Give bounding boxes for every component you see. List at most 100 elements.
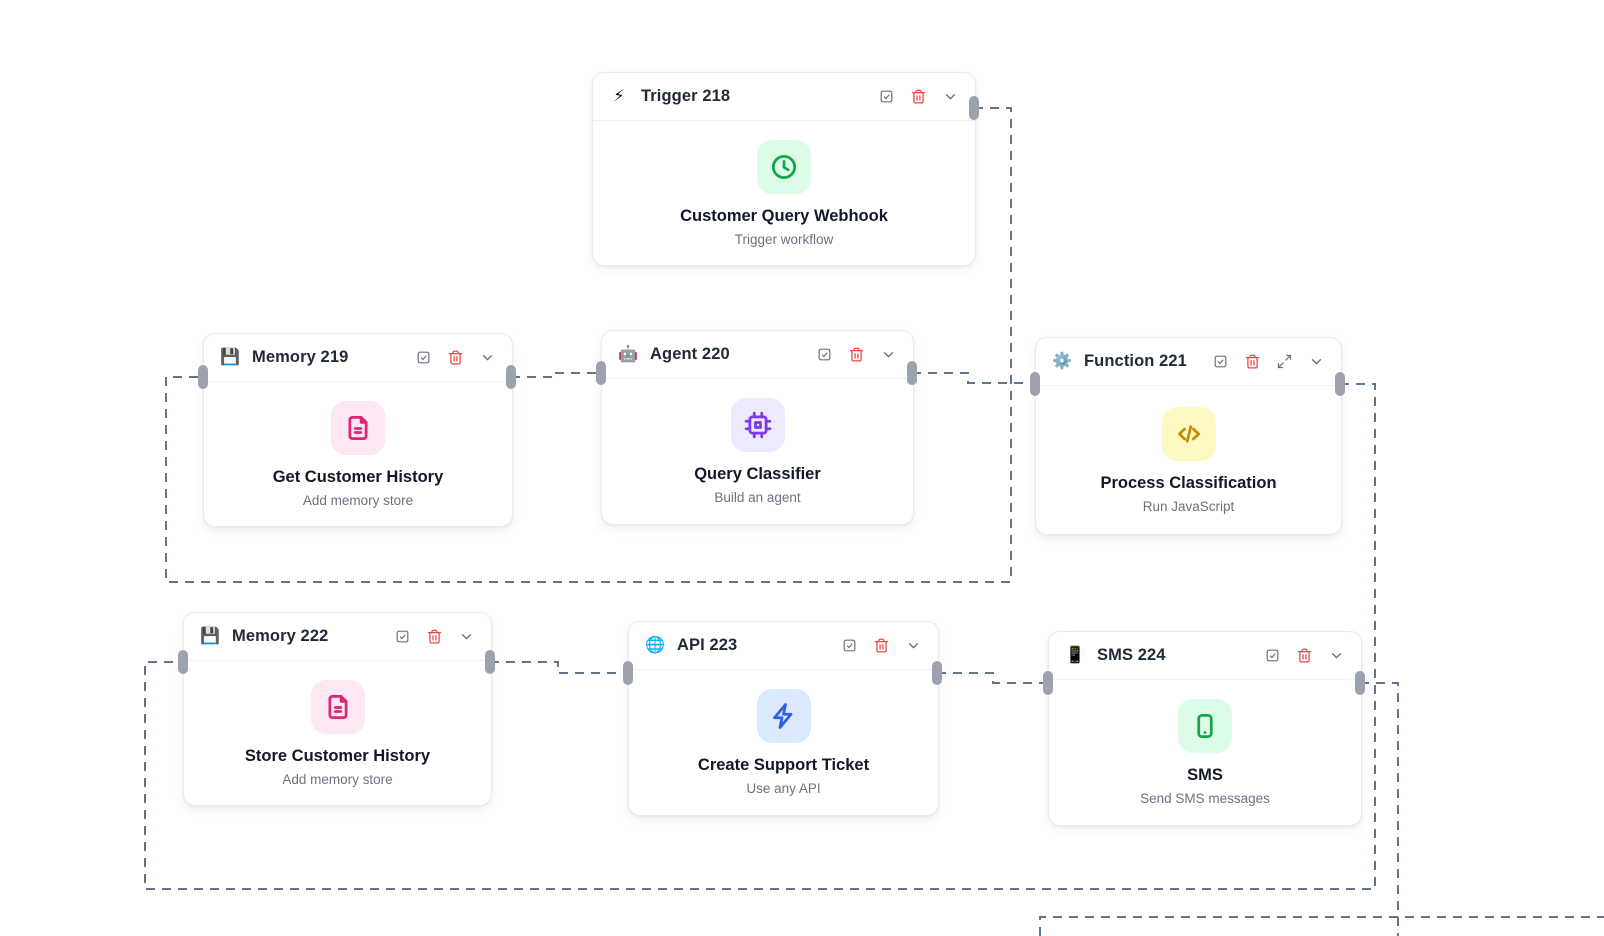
smartphone-icon <box>1178 699 1232 753</box>
node-title: Memory 222 <box>232 627 329 645</box>
delete-trash-icon[interactable] <box>910 88 927 105</box>
select-checkbox-icon[interactable] <box>394 628 411 645</box>
connection-handle-right-trigger-218[interactable] <box>969 96 979 120</box>
node-header-actions <box>1264 647 1345 664</box>
node-header[interactable]: 💾 Memory 222 <box>184 613 491 661</box>
connection-memory-222-to-api-223 <box>490 661 628 674</box>
connection-handle-left-sms-224[interactable] <box>1043 671 1053 695</box>
node-action-title: Store Customer History <box>244 746 431 765</box>
connection-handle-right-memory-219[interactable] <box>506 365 516 389</box>
node-action-title: Customer Query Webhook <box>680 206 888 225</box>
node-action-title: Get Customer History <box>272 467 444 486</box>
node-function-221[interactable]: ⚙️ Function 221 Process Classification <box>1035 337 1342 535</box>
chevron-down-icon[interactable] <box>905 637 922 654</box>
node-sms-224[interactable]: 📱 SMS 224 SMS Send SMS messages <box>1048 631 1362 826</box>
node-body: Process Classification Run JavaScript <box>1036 386 1341 538</box>
select-checkbox-icon[interactable] <box>1212 353 1229 370</box>
delete-trash-icon[interactable] <box>447 349 464 366</box>
delete-trash-icon[interactable] <box>873 637 890 654</box>
delete-trash-icon[interactable] <box>1244 353 1261 370</box>
connection-api-223-to-sms-224 <box>937 672 1048 684</box>
delete-trash-icon[interactable] <box>1296 647 1313 664</box>
connection-handle-right-memory-222[interactable] <box>485 650 495 674</box>
node-title: Trigger 218 <box>641 87 731 105</box>
node-body: Customer Query Webhook Trigger workflow <box>593 121 975 269</box>
node-header[interactable]: ⚡ Trigger 218 <box>593 73 975 121</box>
node-agent-220[interactable]: 🤖 Agent 220 Query Classifier Build an ag… <box>601 330 914 525</box>
select-checkbox-icon[interactable] <box>878 88 895 105</box>
code-icon <box>1161 406 1216 461</box>
mobile-phone-icon: 📱 <box>1065 646 1085 664</box>
select-checkbox-icon[interactable] <box>1264 647 1281 664</box>
select-checkbox-icon[interactable] <box>415 349 432 366</box>
chevron-down-icon[interactable] <box>880 346 897 363</box>
connection-handle-left-function-221[interactable] <box>1030 372 1040 396</box>
chevron-down-icon[interactable] <box>942 88 959 105</box>
node-action-title: Create Support Ticket <box>697 756 870 774</box>
gear-icon: ⚙️ <box>1052 352 1072 370</box>
delete-trash-icon[interactable] <box>426 628 443 645</box>
node-header-actions <box>394 628 475 645</box>
connection-function-221-to-memory-222 <box>144 383 1376 890</box>
node-body: Create Support Ticket Use any API <box>629 670 938 819</box>
node-action-title: SMS <box>1187 766 1223 784</box>
node-memory-222[interactable]: 💾 Memory 222 Store Customer History Add … <box>183 612 492 806</box>
node-title: Agent 220 <box>650 345 730 363</box>
node-header[interactable]: ⚙️ Function 221 <box>1036 338 1341 386</box>
node-action-subtitle: Add memory store <box>302 492 414 508</box>
node-trigger-218[interactable]: ⚡ Trigger 218 Customer Query Webhook Tri… <box>592 72 976 266</box>
connection-trigger-218-to-memory-219 <box>165 107 1012 583</box>
node-api-223[interactable]: 🌐 API 223 Create Support Ticket Use any … <box>628 621 939 816</box>
connection-handle-left-memory-219[interactable] <box>198 365 208 389</box>
node-action-subtitle: Send SMS messages <box>1140 791 1270 806</box>
node-body: Store Customer History Add memory store <box>184 661 491 809</box>
cpu-icon <box>730 398 785 452</box>
connection-handle-right-agent-220[interactable] <box>907 361 917 385</box>
connection-offscreen-bottom-left-to-offscreen-right <box>1039 916 1604 936</box>
node-memory-219[interactable]: 💾 Memory 219 Get Customer History Add me… <box>203 333 513 527</box>
chevron-down-icon[interactable] <box>479 349 496 366</box>
node-header[interactable]: 🤖 Agent 220 <box>602 331 913 379</box>
node-action-subtitle: Run JavaScript <box>1142 498 1235 514</box>
node-title: Function 221 <box>1084 352 1187 370</box>
chevron-down-icon[interactable] <box>1328 647 1345 664</box>
connection-handle-left-memory-222[interactable] <box>178 650 188 674</box>
connection-handle-right-sms-224[interactable] <box>1355 671 1365 695</box>
select-checkbox-icon[interactable] <box>816 346 833 363</box>
node-header-actions <box>841 637 922 654</box>
chevron-down-icon[interactable] <box>458 628 475 645</box>
connection-handle-right-function-221[interactable] <box>1335 372 1345 396</box>
connection-agent-220-to-function-221 <box>912 372 1035 384</box>
file-text-icon <box>331 400 385 455</box>
connection-memory-219-to-agent-220 <box>511 372 601 378</box>
chevron-down-icon[interactable] <box>1308 353 1325 370</box>
node-header[interactable]: 💾 Memory 219 <box>204 334 512 382</box>
node-header-actions <box>1212 353 1325 370</box>
node-header-actions <box>878 88 959 105</box>
node-title: API 223 <box>677 636 738 654</box>
expand-icon[interactable] <box>1276 353 1293 370</box>
node-body: Query Classifier Build an agent <box>602 379 913 528</box>
node-action-subtitle: Add memory store <box>282 771 393 787</box>
node-header-actions <box>816 346 897 363</box>
robot-icon: 🤖 <box>618 345 638 363</box>
node-action-subtitle: Use any API <box>746 781 821 796</box>
globe-icon: 🌐 <box>645 636 665 654</box>
node-action-subtitle: Trigger workflow <box>734 231 834 247</box>
clock-icon <box>757 139 811 194</box>
select-checkbox-icon[interactable] <box>841 637 858 654</box>
floppy-disk-icon: 💾 <box>200 627 220 645</box>
node-title: SMS 224 <box>1097 646 1166 664</box>
node-action-subtitle: Build an agent <box>714 490 801 505</box>
connection-sms-224-to-offscreen-bottom <box>1360 682 1399 936</box>
node-header-actions <box>415 349 496 366</box>
delete-trash-icon[interactable] <box>848 346 865 363</box>
node-header[interactable]: 📱 SMS 224 <box>1049 632 1361 680</box>
connection-handle-left-api-223[interactable] <box>623 661 633 685</box>
connection-handle-right-api-223[interactable] <box>932 661 942 685</box>
node-header[interactable]: 🌐 API 223 <box>629 622 938 670</box>
connection-handle-left-agent-220[interactable] <box>596 361 606 385</box>
node-body: SMS Send SMS messages <box>1049 680 1361 829</box>
